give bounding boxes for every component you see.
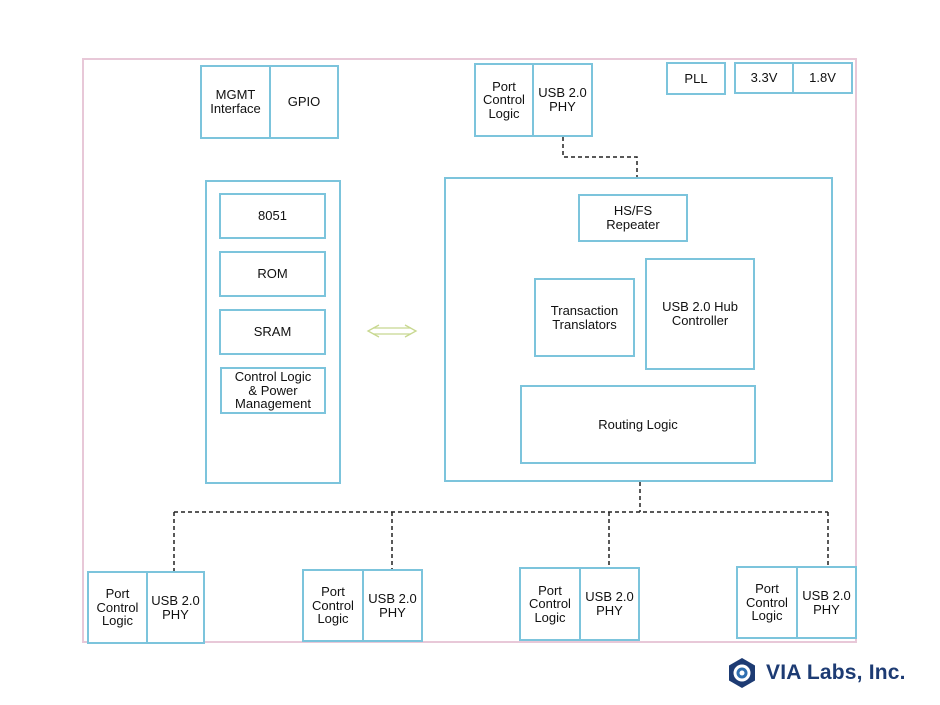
top-port-control-box: Port Control Logic (474, 63, 534, 137)
voltage-1v8-box: 1.8V (792, 62, 853, 94)
chip-boundary (82, 58, 857, 643)
port-2-phy-box: USB 2.0 PHY (362, 569, 423, 642)
top-usb-phy-box: USB 2.0 PHY (532, 63, 593, 137)
port-4-control-box: Port Control Logic (736, 566, 798, 639)
mgmt-interface-box: MGMT Interface (200, 65, 271, 139)
rom-box: ROM (219, 251, 326, 297)
port-1-control-box: Port Control Logic (87, 571, 148, 644)
pll-box: PLL (666, 62, 726, 95)
company-name: VIA Labs, Inc. (766, 661, 906, 684)
via-labs-logo: VIA Labs, Inc. (726, 657, 906, 689)
hs-fs-repeater-box: HS/FS Repeater (578, 194, 688, 242)
bidirectional-arrow (366, 324, 418, 338)
gpio-box: GPIO (269, 65, 339, 139)
port-3-control-box: Port Control Logic (519, 567, 581, 641)
port-2-control-box: Port Control Logic (302, 569, 364, 642)
cpu-8051-box: 8051 (219, 193, 326, 239)
transaction-translators-box: Transaction Translators (534, 278, 635, 357)
sram-box: SRAM (219, 309, 326, 355)
port-4-phy-box: USB 2.0 PHY (796, 566, 857, 639)
voltage-3v3-box: 3.3V (734, 62, 794, 94)
hub-controller-box: USB 2.0 Hub Controller (645, 258, 755, 370)
top-phy-link (562, 137, 638, 178)
routing-logic-box: Routing Logic (520, 385, 756, 464)
via-labs-logo-icon (729, 658, 755, 688)
port-1-phy-box: USB 2.0 PHY (146, 571, 205, 644)
port-3-phy-box: USB 2.0 PHY (579, 567, 640, 641)
control-power-box: Control Logic & Power Management (220, 367, 326, 414)
